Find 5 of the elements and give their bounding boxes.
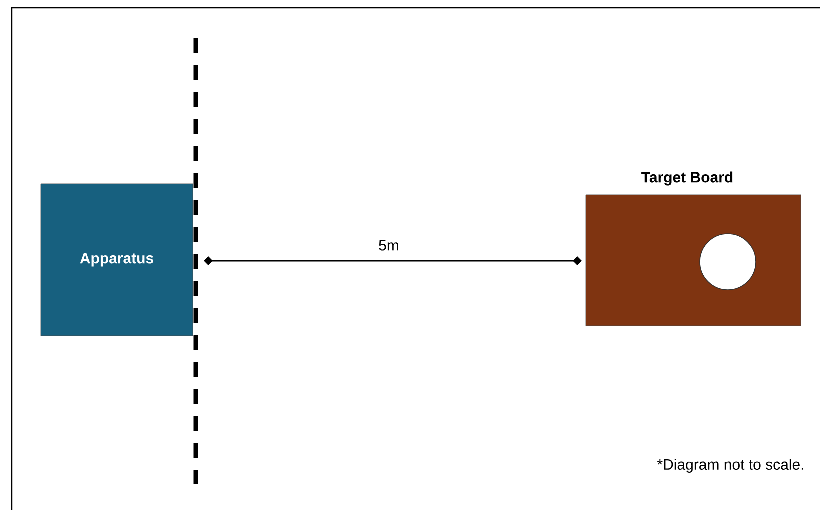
apparatus-box: Apparatus [40, 184, 194, 336]
dimension-label: 5m [379, 240, 398, 251]
target-board: Target Board [586, 172, 802, 326]
node-label: Target Board [642, 172, 733, 186]
note: *Diagram not to scale. [657, 459, 804, 473]
